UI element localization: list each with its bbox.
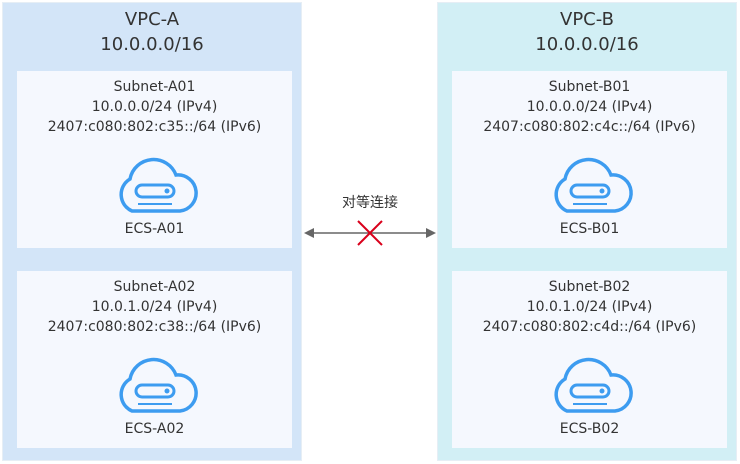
vpc-b: VPC-B 10.0.0.0/16 Subnet-B01 10.0.0.0/24… [437,2,737,461]
peering-label: 对等连接 [342,195,398,211]
ecs-name: ECS-A01 [124,221,185,237]
peering-connection [304,220,436,246]
subnet-ipv6: 2407:c080:802:c4d::/64 (IPv6) [482,319,697,335]
vpc-name: VPC-A [124,9,180,30]
subnet-name: Subnet-A02 [113,279,196,295]
x-icon [357,220,383,246]
arrow-left-icon [304,228,314,238]
subnet-ipv6: 2407:c080:802:c38::/64 (IPv6) [47,319,262,335]
vpc-cidr: 10.0.0.0/16 [535,34,639,55]
subnet-ipv6: 2407:c080:802:c4c::/64 (IPv6) [483,119,696,135]
ecs-name: ECS-B02 [559,421,620,437]
ecs-name: ECS-B01 [559,221,620,237]
subnet-ipv4: 10.0.1.0/24 (IPv4) [526,299,653,315]
subnet-name: Subnet-B02 [548,279,631,295]
arrow-right-icon [426,228,436,238]
subnet-name: Subnet-A01 [113,79,196,95]
subnet-ipv4: 10.0.1.0/24 (IPv4) [91,299,218,315]
subnet-name: Subnet-B01 [548,79,631,95]
ecs-name: ECS-A02 [124,421,185,437]
subnet-box: Subnet-B02 10.0.1.0/24 (IPv4) 2407:c080:… [452,271,727,448]
subnet-ipv4: 10.0.0.0/24 (IPv4) [91,99,218,115]
ecs-cloud-server-icon [110,357,200,417]
subnet-box: Subnet-A02 10.0.1.0/24 (IPv4) 2407:c080:… [17,271,292,448]
ecs-cloud-server-icon [545,357,635,417]
ecs-cloud-server-icon [110,157,200,217]
subnet-ipv6: 2407:c080:802:c35::/64 (IPv6) [47,119,262,135]
vpc-a: VPC-A 10.0.0.0/16 Subnet-A01 10.0.0.0/24… [2,2,302,461]
subnet-box: Subnet-B01 10.0.0.0/24 (IPv4) 2407:c080:… [452,71,727,248]
subnet-ipv4: 10.0.0.0/24 (IPv4) [526,99,653,115]
vpc-cidr: 10.0.0.0/16 [100,34,204,55]
ecs-cloud-server-icon [545,157,635,217]
subnet-box: Subnet-A01 10.0.0.0/24 (IPv4) 2407:c080:… [17,71,292,248]
vpc-name: VPC-B [560,9,614,30]
